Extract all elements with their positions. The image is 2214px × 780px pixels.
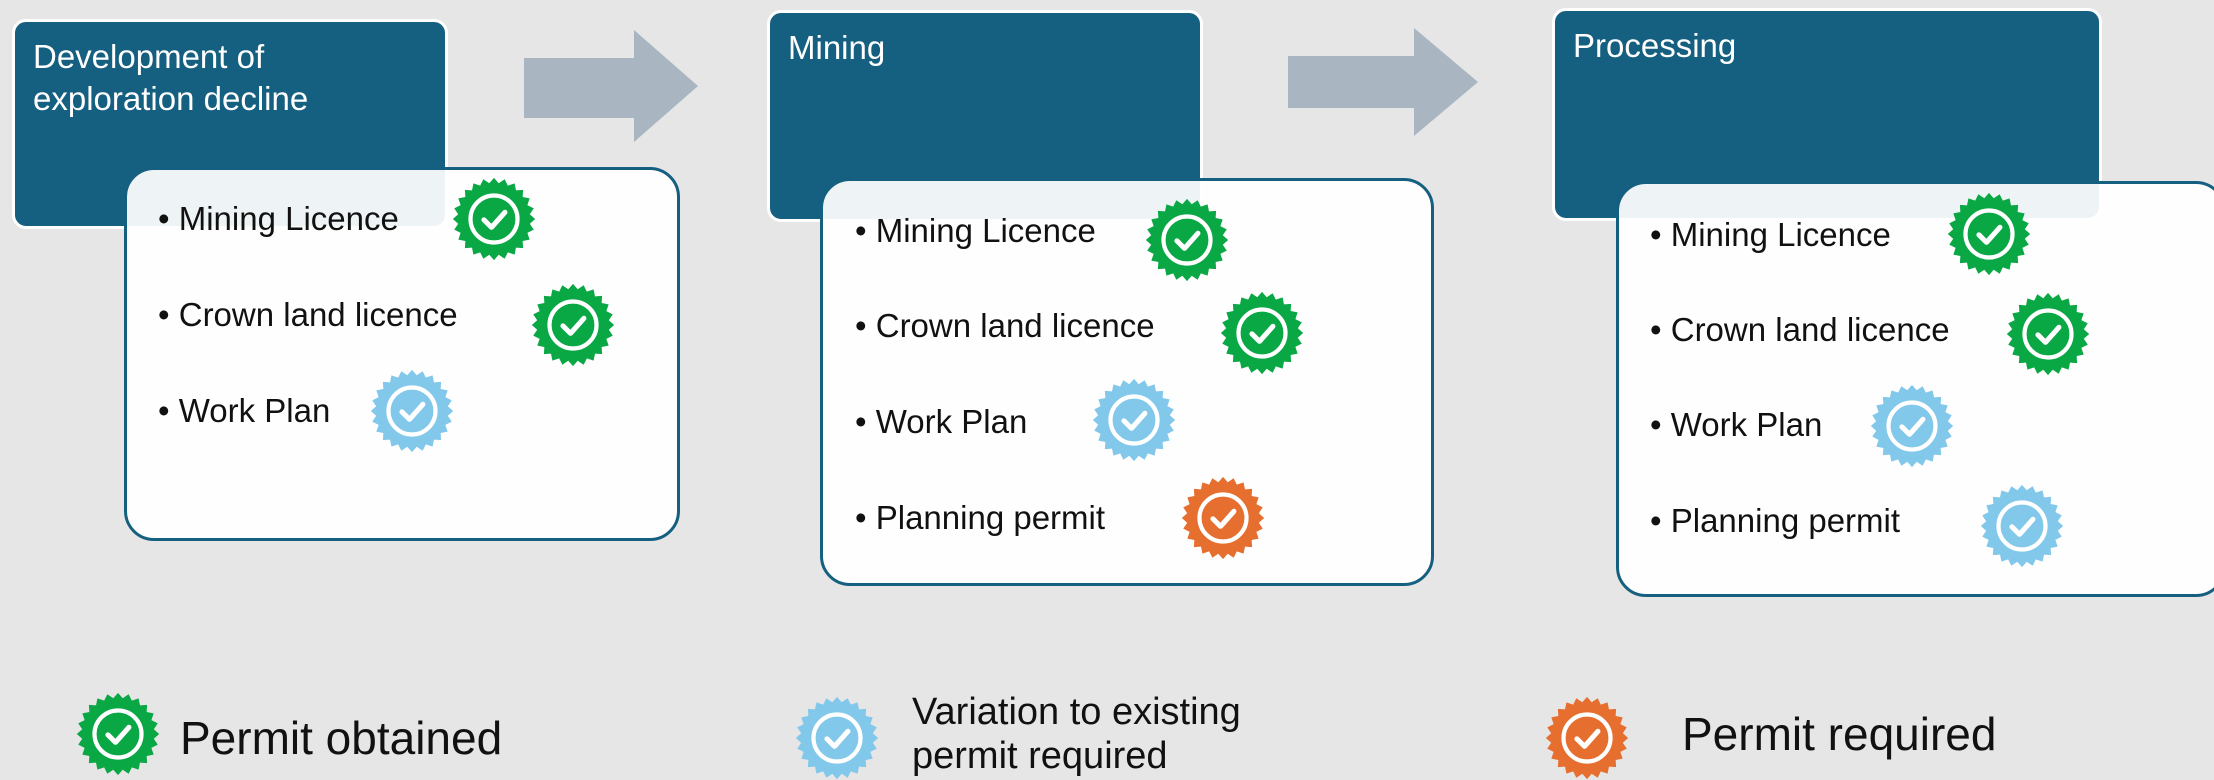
legend-variation-label: Variation to existing permit required	[912, 690, 1241, 778]
permit-label: Mining Licence	[178, 200, 399, 237]
badge-variation-icon	[370, 369, 454, 453]
permit-label: Mining Licence	[875, 212, 1096, 249]
legend-required-icon	[1545, 696, 1629, 780]
legend-variation-line-1: Variation to existing	[912, 691, 1241, 733]
badge-variation-icon	[1980, 484, 2064, 568]
permit-label: Crown land licence	[875, 307, 1155, 344]
stage-2-item-1: • Mining Licence	[855, 212, 1096, 249]
badge-obtained-icon	[452, 177, 536, 261]
badge-obtained-icon	[1220, 291, 1304, 375]
badge-variation-icon	[1870, 384, 1954, 468]
stage-2-title: Mining	[788, 29, 886, 66]
stage-3-item-3: • Work Plan	[1650, 406, 1823, 443]
badge-obtained-icon	[1145, 198, 1229, 282]
flow-arrow-1	[524, 30, 698, 142]
stage-3-item-2: • Crown land licence	[1650, 311, 1950, 348]
permit-label: Crown land licence	[1670, 311, 1950, 348]
stage-1-item-3: • Work Plan	[158, 392, 331, 429]
stage-2-item-2: • Crown land licence	[855, 307, 1155, 344]
legend-required-label: Permit required	[1682, 708, 1997, 760]
badge-required-icon	[1181, 476, 1265, 560]
permit-label: Work Plan	[178, 392, 331, 429]
legend-variation-icon	[795, 696, 879, 780]
permit-label: Work Plan	[875, 403, 1028, 440]
legend-obtained-icon	[76, 692, 160, 776]
stage-2-item-4: • Planning permit	[855, 499, 1106, 536]
stage-1-item-1: • Mining Licence	[158, 200, 399, 237]
badge-obtained-icon	[531, 283, 615, 367]
legend-obtained-label: Permit obtained	[180, 712, 503, 764]
permit-label: Planning permit	[1670, 502, 1901, 539]
legend-variation-line-2: permit required	[912, 735, 1168, 777]
stage-3-item-1: • Mining Licence	[1650, 216, 1891, 253]
flow-arrow-2	[1288, 28, 1478, 136]
stage-2-item-3: • Work Plan	[855, 403, 1028, 440]
badge-variation-icon	[1092, 378, 1176, 462]
stage-1-item-2: • Crown land licence	[158, 296, 458, 333]
stage-2-permit-card	[820, 178, 1434, 586]
badge-obtained-icon	[2006, 292, 2090, 376]
permit-label: Work Plan	[1670, 406, 1823, 443]
permit-label: Crown land licence	[178, 296, 458, 333]
permit-label: Mining Licence	[1670, 216, 1891, 253]
stage-1-title: Development of exploration decline	[33, 38, 309, 117]
stage-3-item-4: • Planning permit	[1650, 502, 1901, 539]
badge-obtained-icon	[1947, 192, 2031, 276]
permit-label: Planning permit	[875, 499, 1106, 536]
stage-3-title: Processing	[1573, 27, 1737, 64]
